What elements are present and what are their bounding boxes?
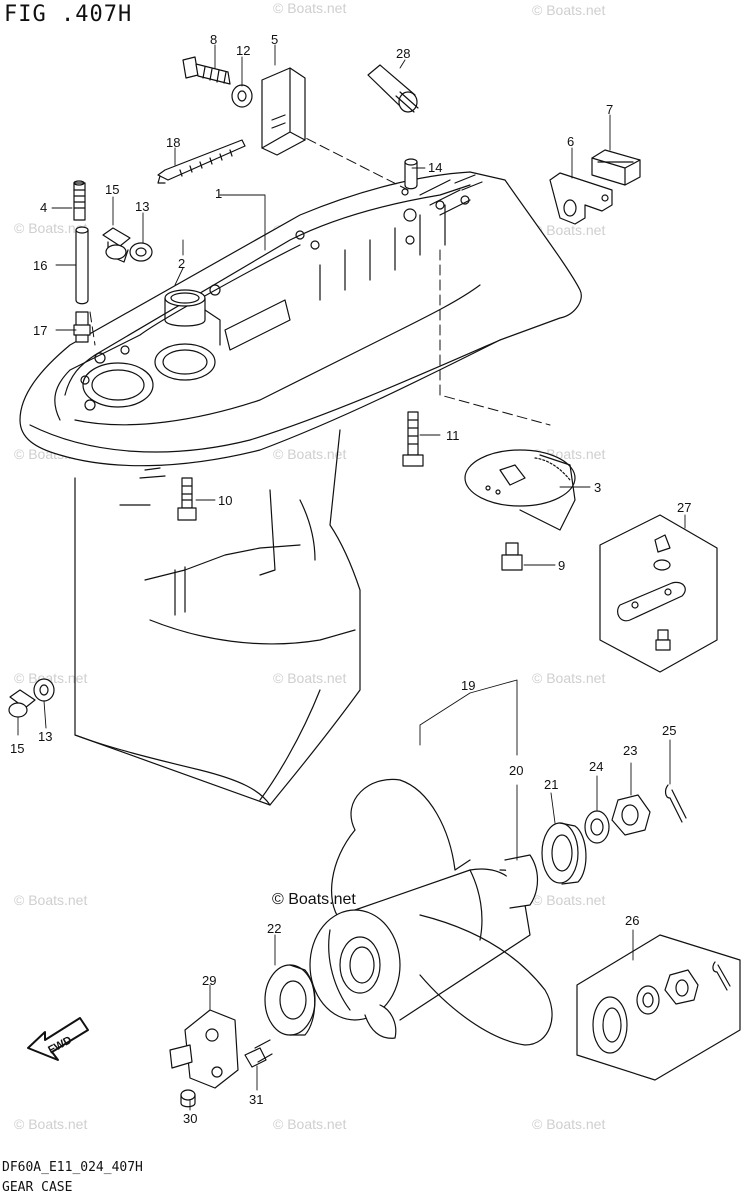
part-13-gasket-lower[interactable] bbox=[33, 678, 55, 702]
callout-18: 18 bbox=[166, 135, 180, 150]
watermark: © Boats.net bbox=[14, 220, 88, 236]
callout-11: 11 bbox=[446, 428, 460, 443]
watermark: © Boats.net bbox=[532, 892, 606, 908]
callout-12: 12 bbox=[236, 43, 250, 58]
part-20-thrust[interactable] bbox=[504, 854, 539, 909]
callout-5: 5 bbox=[271, 32, 278, 47]
callout-31: 31 bbox=[249, 1092, 263, 1107]
callout-30: 30 bbox=[183, 1111, 197, 1126]
watermark: © Boats.net bbox=[273, 670, 347, 686]
callout-22: 22 bbox=[267, 921, 281, 936]
part-30-pin[interactable] bbox=[180, 1089, 196, 1108]
part-6-bracket[interactable] bbox=[549, 172, 613, 225]
part-8-bolt[interactable] bbox=[182, 56, 231, 85]
callout-13-lower: 13 bbox=[38, 729, 52, 744]
callout-7: 7 bbox=[606, 102, 613, 117]
part-24-washer[interactable] bbox=[584, 810, 610, 844]
part-9-bolt[interactable] bbox=[501, 542, 523, 571]
part-7-plate[interactable] bbox=[591, 149, 641, 186]
watermark: © Boats.net bbox=[14, 670, 88, 686]
part-4-stud[interactable] bbox=[73, 180, 86, 221]
part-25-cotter-pin[interactable] bbox=[664, 784, 687, 823]
model-code: DF60A_E11_024_407H bbox=[2, 1160, 143, 1175]
gear-case-housing[interactable] bbox=[19, 171, 582, 806]
part-18-tie[interactable] bbox=[157, 139, 246, 184]
callout-29: 29 bbox=[202, 973, 216, 988]
part-10-bolt[interactable] bbox=[177, 477, 197, 521]
callout-15-lower: 15 bbox=[10, 741, 24, 756]
part-17-nipple[interactable] bbox=[73, 311, 91, 343]
callout-2: 2 bbox=[178, 256, 185, 271]
part-16-tube[interactable] bbox=[75, 226, 89, 305]
callout-21: 21 bbox=[544, 777, 558, 792]
part-27-anode-kit[interactable] bbox=[599, 514, 718, 673]
part-15-plug-lower[interactable] bbox=[8, 689, 36, 718]
callout-9: 9 bbox=[558, 558, 565, 573]
part-19-propeller[interactable] bbox=[309, 778, 553, 1046]
callout-6: 6 bbox=[567, 134, 574, 149]
part-13-gasket-upper[interactable] bbox=[129, 242, 153, 262]
callout-28: 28 bbox=[396, 46, 410, 61]
callout-23: 23 bbox=[623, 743, 637, 758]
watermark: © Boats.net bbox=[532, 1116, 606, 1132]
part-22-thrust-washer[interactable] bbox=[264, 964, 316, 1036]
part-26-kit[interactable] bbox=[576, 934, 741, 1081]
watermark: © Boats.net bbox=[532, 222, 606, 238]
part-21-spacer[interactable] bbox=[541, 822, 587, 885]
watermark: © Boats.net bbox=[14, 892, 88, 908]
watermark: © Boats.net bbox=[14, 1116, 88, 1132]
callout-24: 24 bbox=[589, 759, 603, 774]
part-12-washer[interactable] bbox=[231, 84, 253, 108]
watermark: © Boats.net bbox=[273, 1116, 347, 1132]
watermark: © Boats.net bbox=[532, 670, 606, 686]
callout-14: 14 bbox=[428, 160, 442, 175]
callout-13: 13 bbox=[135, 199, 149, 214]
figure-title: FIG .407H bbox=[4, 2, 133, 27]
callout-8: 8 bbox=[210, 32, 217, 47]
section-title: GEAR CASE bbox=[2, 1180, 73, 1195]
watermark: © Boats.net bbox=[532, 2, 606, 18]
callout-17: 17 bbox=[33, 323, 47, 338]
callout-16: 16 bbox=[33, 258, 47, 273]
part-31-screw[interactable] bbox=[244, 1039, 273, 1068]
part-3-trim-tab[interactable] bbox=[464, 449, 576, 531]
part-11-bolt[interactable] bbox=[402, 411, 424, 467]
watermark-center: © Boats.net bbox=[272, 891, 356, 908]
watermark: © Boats.net bbox=[273, 446, 347, 462]
part-15-plug-upper[interactable] bbox=[102, 227, 131, 263]
callout-3: 3 bbox=[594, 480, 601, 495]
part-14-pin[interactable] bbox=[404, 158, 418, 190]
callout-20: 20 bbox=[509, 763, 523, 778]
fwd-arrow bbox=[27, 1017, 89, 1061]
callout-10: 10 bbox=[218, 493, 232, 508]
callout-27: 27 bbox=[677, 500, 691, 515]
part-29-bracket[interactable] bbox=[169, 1009, 239, 1089]
part-23-nut[interactable] bbox=[611, 794, 651, 836]
callout-4: 4 bbox=[40, 200, 47, 215]
part-28-plug[interactable] bbox=[367, 64, 419, 113]
watermark: © Boats.net bbox=[273, 0, 347, 16]
callout-15: 15 bbox=[105, 182, 119, 197]
callout-1: 1 bbox=[215, 186, 222, 201]
callout-26: 26 bbox=[625, 913, 639, 928]
callout-19: 19 bbox=[461, 678, 475, 693]
callout-25: 25 bbox=[662, 723, 676, 738]
part-5-pad[interactable] bbox=[261, 67, 306, 156]
